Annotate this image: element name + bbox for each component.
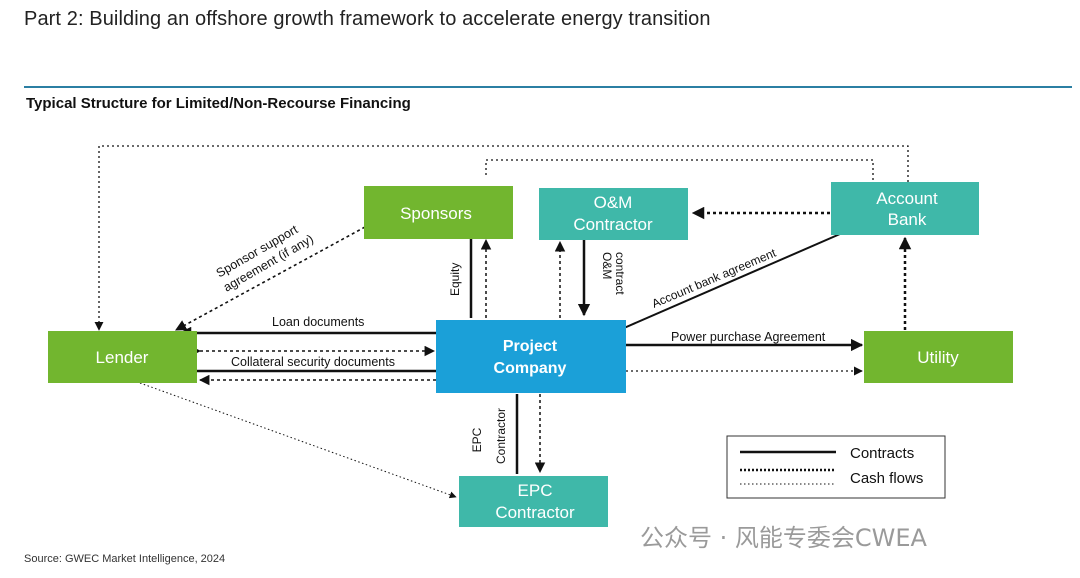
sponsor-support-label: Sponsor support agreement (if any) [214, 222, 316, 295]
utility-node: Utility [864, 331, 1013, 383]
account-bank-agreement-label: Account bank agreement [650, 245, 779, 310]
project-company-label-line1: Project [503, 338, 558, 355]
source-note: Source: GWEC Market Intelligence, 2024 [24, 553, 226, 565]
sponsors-label: Sponsors [400, 204, 472, 223]
diagram-subtitle: Typical Structure for Limited/Non-Recour… [26, 95, 411, 112]
account-bank-node: Account Bank [831, 182, 979, 235]
om-contractor-label-line2: Contractor [573, 215, 653, 234]
header-rule [24, 86, 1072, 88]
om-contractor-node: O&M Contractor [539, 188, 688, 240]
power-purchase-label: Power purchase Agreement [671, 330, 826, 344]
lender-label: Lender [96, 348, 149, 367]
om-contract-label-line2: contract [613, 252, 627, 295]
utility-label: Utility [917, 348, 959, 367]
sponsors-node: Sponsors [364, 186, 513, 239]
project-company-label-line2: Company [494, 360, 567, 377]
watermark: 公众号 · 风能专委会CWEA [640, 524, 927, 552]
page-heading: Part 2: Building an offshore growth fram… [24, 8, 711, 30]
account-bank-label-line2: Bank [888, 210, 927, 229]
epc-contractor-label-line2: Contractor [495, 503, 575, 522]
project-company-node: Project Company [436, 320, 626, 393]
om-contractor-label-line1: O&M [594, 193, 633, 212]
loan-documents-label: Loan documents [272, 315, 364, 329]
epc-contractor-edge-label-line2: Contractor [494, 408, 508, 464]
lender-node: Lender [48, 331, 197, 383]
epc-contractor-edge-label-line1: EPC [470, 427, 484, 452]
legend: Contracts Cash flows [726, 435, 946, 499]
project-to-account-cashflow [485, 159, 874, 183]
equity-label: Equity [448, 263, 462, 296]
legend-cashflows-label: Cash flows [850, 470, 923, 487]
account-bank-agreement-line [623, 233, 841, 329]
account-to-lender-cashflow [94, 145, 909, 331]
epc-contractor-label-line1: EPC [518, 481, 553, 500]
legend-contracts-label: Contracts [850, 445, 914, 462]
lender-to-epc-cashflow [139, 382, 457, 499]
epc-contractor-node: EPC Contractor [459, 476, 608, 527]
collateral-security-label: Collateral security documents [231, 355, 395, 369]
om-contract-label-line1: O&M [600, 252, 614, 279]
account-bank-label-line1: Account [876, 189, 938, 208]
